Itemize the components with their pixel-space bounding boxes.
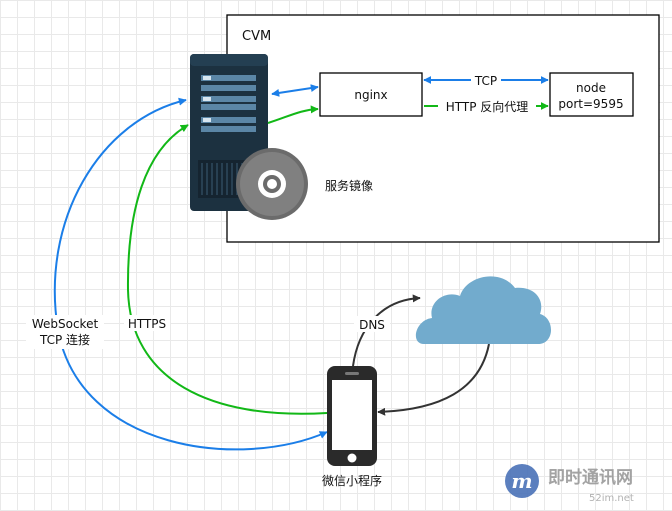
node-label-line1: node [576, 81, 606, 95]
watermark-brand: 即时通讯网 [548, 468, 633, 488]
server-image-label: 服务镜像 [325, 178, 373, 193]
https-label: HTTPS [128, 317, 166, 331]
https-link [126, 124, 328, 415]
cloud-icon [415, 276, 552, 344]
mini-program-label: 微信小程序 [322, 473, 382, 488]
tcp-label: TCP [474, 74, 497, 88]
dns-label: DNS [359, 318, 385, 332]
svg-text:m: m [511, 469, 532, 493]
node-box [549, 72, 634, 117]
nginx-box [319, 72, 423, 117]
nginx-label: nginx [354, 88, 387, 102]
phone-icon [327, 366, 377, 466]
disk-image-icon [236, 148, 308, 220]
watermark: m 即时通讯网 52im.net [505, 464, 634, 504]
http-proxy-label: HTTP 反向代理 [446, 99, 529, 114]
dns-response-link [377, 343, 490, 416]
node-label-line2: port=9595 [558, 97, 623, 111]
websocket-label-line2: TCP 连接 [39, 332, 90, 347]
server-nginx-link [271, 84, 319, 97]
watermark-url: 52im.net [589, 493, 634, 504]
websocket-label-line1: WebSocket [32, 317, 99, 331]
cvm-title: CVM [242, 29, 271, 44]
